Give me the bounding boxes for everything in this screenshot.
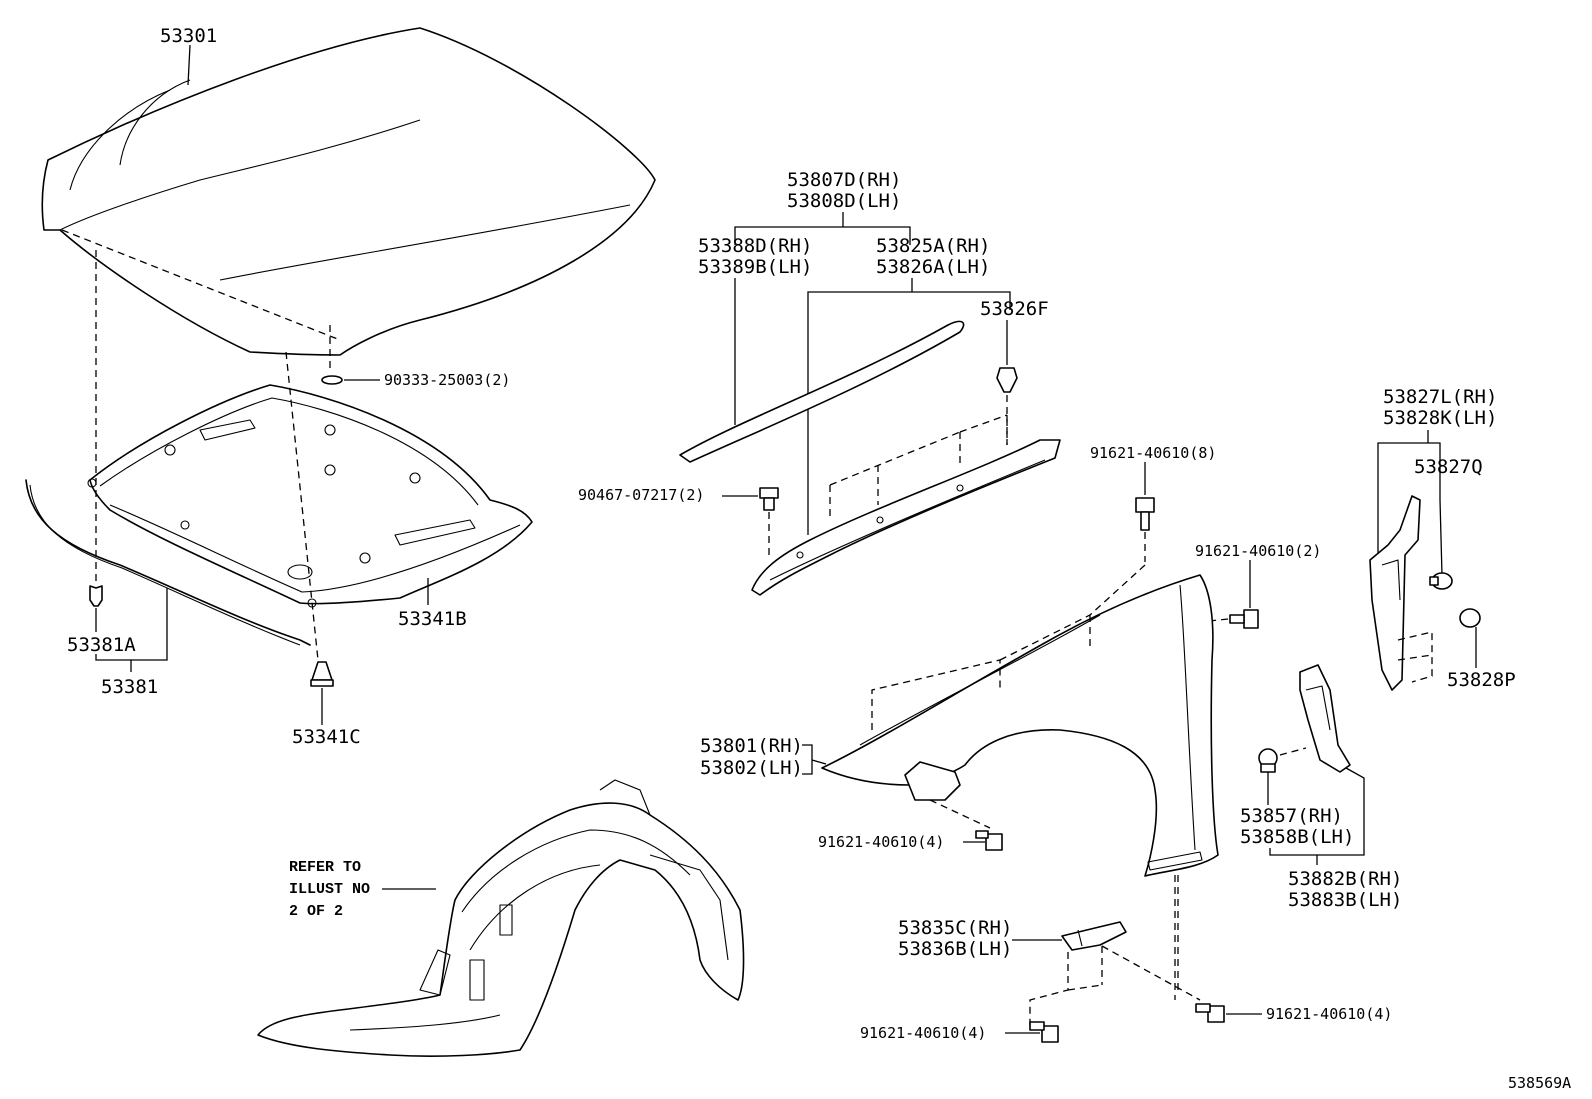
label-seal-lower-rh: 53825A(RH) [876,235,990,257]
bolt-8-icon[interactable] [1135,497,1155,531]
label-bolt-4c: 91621-40610(4) [1266,1005,1392,1023]
label-fender-lh: 53802(LH) [700,757,803,779]
label-seal-clip: 53381A [67,634,136,656]
label-protector-rh: 53882B(RH) [1288,868,1402,890]
label-clip-q: 53827Q [1414,456,1483,478]
label-fender-bracket-lh: 53836B(LH) [898,938,1012,960]
fender-seal-upper[interactable] [679,320,965,463]
hood-panel[interactable] [41,27,656,356]
label-bracket-rh: 53827L(RH) [1383,386,1497,408]
label-hood-seal: 53381 [101,676,158,698]
hood-cushion-icon[interactable] [321,375,343,385]
label-bolt-8: 91621-40610(8) [1090,444,1216,462]
seal-clip-f-icon[interactable] [996,367,1018,393]
insulator-clip-icon[interactable] [310,661,334,687]
fender-bracket-lower[interactable] [1061,921,1127,951]
seal-clip-icon[interactable] [89,585,103,607]
diagram-id: 538569A [1508,1074,1571,1092]
hood-insulator[interactable] [87,384,533,608]
hood-seal[interactable] [25,479,311,646]
label-refer-2: ILLUST NO [289,881,370,898]
label-seal-upper-lh: 53389B(LH) [698,256,812,278]
clip-p-icon[interactable] [1459,608,1481,628]
label-insulator-clip: 53341C [292,726,361,748]
bolt-4c-icon[interactable] [1195,1003,1225,1023]
label-refer-3: 2 OF 2 [289,903,343,920]
front-fender[interactable] [821,574,1219,877]
screw-90467-icon[interactable] [759,487,779,511]
clip-58-icon[interactable] [1258,748,1278,773]
label-hood-cushion: 90333-25003(2) [384,371,510,389]
label-fender-bracket-rh: 53835C(RH) [898,917,1012,939]
fender-liner-seal[interactable] [1299,664,1351,773]
label-clip-p: 53828P [1447,669,1516,691]
label-seal-assy-rh: 53807D(RH) [787,169,901,191]
label-bracket-lh: 53828K(LH) [1383,407,1497,429]
fender-seal-lower[interactable] [751,439,1061,596]
bolt-2-icon[interactable] [1229,609,1259,629]
label-seal-clip-f: 53826F [980,298,1049,320]
label-refer-1: REFER TO [289,859,361,876]
label-seal-upper-rh: 53388D(RH) [698,235,812,257]
label-protector-lh: 53883B(LH) [1288,889,1402,911]
label-hood: 53301 [160,25,217,47]
fender-bracket-upper[interactable] [1369,495,1421,691]
label-bolt-4b: 91621-40610(4) [860,1024,986,1042]
label-fender-rh: 53801(RH) [700,735,803,757]
label-liner-seal-rh: 53857(RH) [1240,805,1343,827]
bolt-4a-icon[interactable] [975,830,1003,851]
label-seal-assy-lh: 53808D(LH) [787,190,901,212]
fender-liner[interactable] [257,779,745,1057]
label-liner-seal-lh: 53858B(LH) [1240,826,1354,848]
label-hood-insulator: 53341B [398,608,467,630]
bolt-4b-icon[interactable] [1029,1021,1059,1043]
label-bolt-2: 91621-40610(2) [1195,542,1321,560]
label-seal-lower-lh: 53826A(LH) [876,256,990,278]
clip-q-icon[interactable] [1429,572,1453,590]
label-screw-90467: 90467-07217(2) [578,486,704,504]
label-bolt-4a: 91621-40610(4) [818,833,944,851]
